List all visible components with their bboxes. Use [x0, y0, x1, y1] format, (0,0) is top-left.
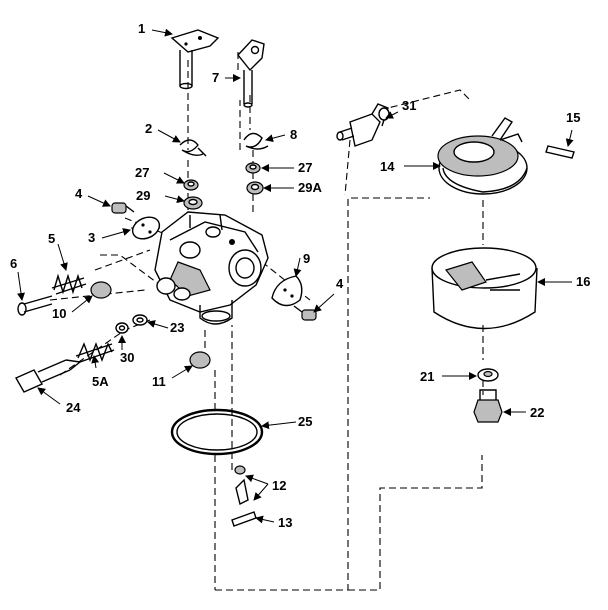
- label-14: 14: [380, 159, 395, 174]
- label-25: 25: [298, 414, 312, 429]
- label-29a: 29A: [298, 180, 322, 195]
- part-4-screw-right: [293, 305, 317, 321]
- part-29a-seal: [246, 181, 264, 195]
- label-8: 8: [290, 127, 297, 142]
- part-6-idle-screw: [17, 295, 53, 316]
- label-7: 7: [212, 70, 219, 85]
- part-30-washer: [115, 322, 129, 334]
- label-5: 5: [48, 231, 55, 246]
- label-4-left: 4: [75, 186, 83, 201]
- part-10-welch-plug: [90, 281, 112, 299]
- part-22-bowl-screw: [473, 389, 503, 423]
- part-23-o-ring: [132, 314, 148, 326]
- carburetor-body: [154, 211, 269, 325]
- part-7-choke-shaft: [237, 39, 265, 108]
- part-9-choke-plate: [271, 275, 303, 307]
- part-4-screw-left: [111, 202, 135, 214]
- part-29-seal: [183, 196, 203, 210]
- label-21: 21: [420, 369, 434, 384]
- part-21-washer: [477, 368, 499, 382]
- label-27-left: 27: [135, 165, 149, 180]
- label-5a: 5A: [92, 374, 109, 389]
- label-13: 13: [278, 515, 292, 530]
- label-16: 16: [576, 274, 590, 289]
- part-8-spring: [243, 132, 269, 150]
- part-27-washer-right: [245, 162, 261, 174]
- part-2-spring: [179, 139, 207, 157]
- part-25-bowl-gasket: [170, 408, 264, 456]
- label-27-right: 27: [298, 160, 312, 175]
- label-9: 9: [303, 251, 310, 266]
- part-3-throttle-plate: [131, 216, 161, 240]
- part-1-throttle-shaft: [170, 29, 220, 90]
- part-labels: 1 7 2 8 27 27 29 29A 4 3 5 6 10 23 30 5A: [10, 21, 590, 530]
- label-15: 15: [566, 110, 580, 125]
- label-6: 6: [10, 256, 17, 271]
- label-11: 11: [152, 374, 166, 389]
- label-12: 12: [272, 478, 286, 493]
- label-3: 3: [88, 230, 95, 245]
- label-24: 24: [66, 400, 81, 415]
- part-13-float-pin: [231, 511, 257, 527]
- label-4-right: 4: [336, 276, 344, 291]
- part-31-fuel-inlet-fitting: [336, 103, 390, 147]
- label-22: 22: [530, 405, 544, 420]
- part-24-needle-valve: [15, 359, 82, 393]
- part-14-float: [437, 117, 528, 195]
- assembly-dashed-lines: [49, 52, 484, 591]
- part-5-spring: [51, 273, 87, 295]
- label-30: 30: [120, 350, 134, 365]
- part-11-welch-plug: [189, 351, 211, 369]
- part-27-washer-left: [183, 179, 199, 191]
- label-29: 29: [136, 188, 150, 203]
- part-15-hinge-pin: [545, 145, 575, 159]
- part-12-inlet-needle: [234, 465, 249, 506]
- label-31: 31: [402, 98, 416, 113]
- label-10: 10: [52, 306, 66, 321]
- label-1: 1: [138, 21, 145, 36]
- label-23: 23: [170, 320, 184, 335]
- part-16-float-bowl: [431, 247, 538, 330]
- label-2: 2: [145, 121, 152, 136]
